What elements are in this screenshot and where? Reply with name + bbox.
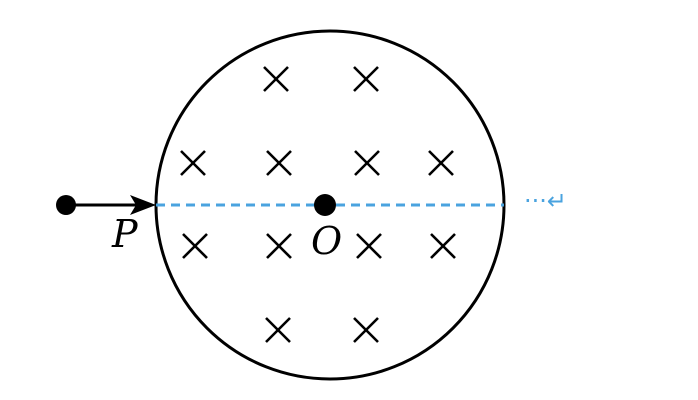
field-cross-icon	[182, 233, 208, 259]
field-cross-icon	[263, 66, 289, 92]
field-marks-group	[180, 66, 456, 343]
field-cross-icon	[266, 150, 292, 176]
velocity-arrow-head-icon	[130, 195, 156, 215]
field-cross-icon	[353, 317, 379, 343]
label-point-p: P	[112, 212, 138, 256]
field-cross-icon	[180, 150, 206, 176]
center-point-o-dot	[314, 194, 336, 216]
field-cross-icon	[354, 150, 380, 176]
label-center-o: O	[311, 219, 343, 263]
field-cross-icon	[430, 233, 456, 259]
field-cross-icon	[356, 233, 382, 259]
field-cross-icon	[266, 233, 292, 259]
paragraph-mark-icon: ···↵	[524, 187, 567, 215]
field-cross-icon	[353, 66, 379, 92]
field-cross-icon	[428, 150, 454, 176]
field-cross-icon	[265, 317, 291, 343]
